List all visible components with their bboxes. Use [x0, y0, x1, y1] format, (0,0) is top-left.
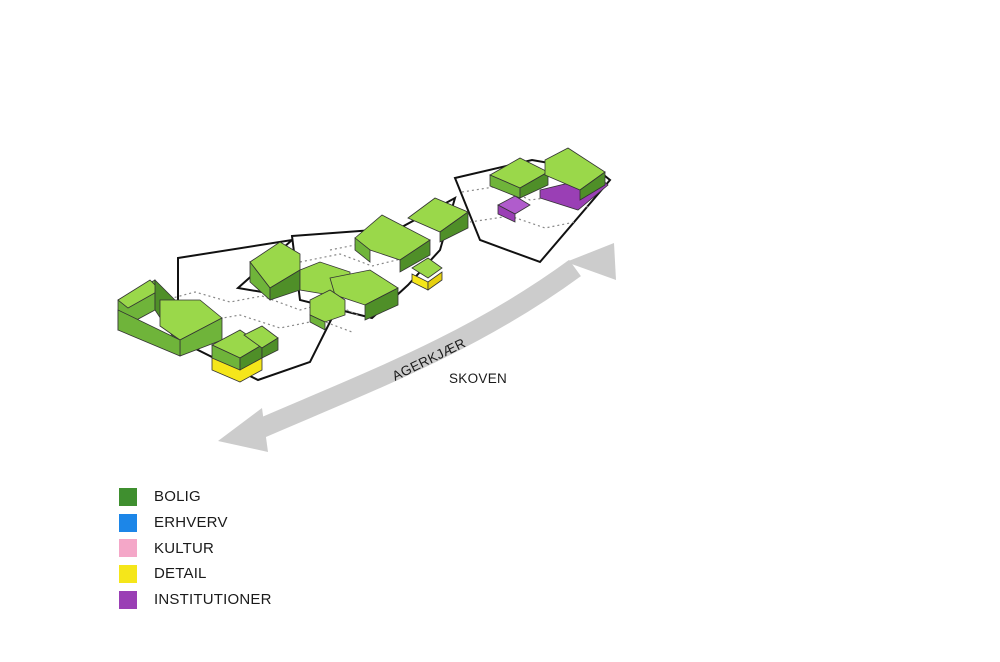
building-bolig	[117, 279, 223, 357]
legend-swatch	[119, 539, 137, 558]
legend: BOLIG ERHVERV KULTUR DETAIL INSTITUTIONE…	[119, 484, 272, 612]
building-bolig	[489, 147, 606, 201]
legend-item-kultur: KULTUR	[119, 535, 272, 561]
building-bolig	[249, 241, 399, 331]
buildings	[117, 147, 609, 383]
legend-swatch	[119, 487, 137, 506]
legend-item-detail: DETAIL	[119, 561, 272, 587]
legend-label: INSTITUTIONER	[154, 591, 272, 609]
legend-swatch	[119, 564, 137, 583]
legend-item-institutioner: INSTITUTIONER	[119, 587, 272, 613]
legend-swatch	[119, 590, 137, 609]
legend-label: KULTUR	[154, 539, 215, 557]
legend-label: ERHVERV	[154, 514, 228, 532]
legend-label: BOLIG	[154, 488, 201, 506]
legend-item-erhverv: ERHVERV	[119, 510, 272, 536]
legend-item-bolig: BOLIG	[119, 484, 272, 510]
legend-swatch	[119, 513, 137, 532]
double-arrow-icon	[218, 243, 616, 452]
building-detail	[211, 325, 279, 383]
building-bolig	[354, 197, 469, 291]
area-label: SKOVEN	[449, 371, 507, 386]
legend-label: DETAIL	[154, 565, 207, 583]
